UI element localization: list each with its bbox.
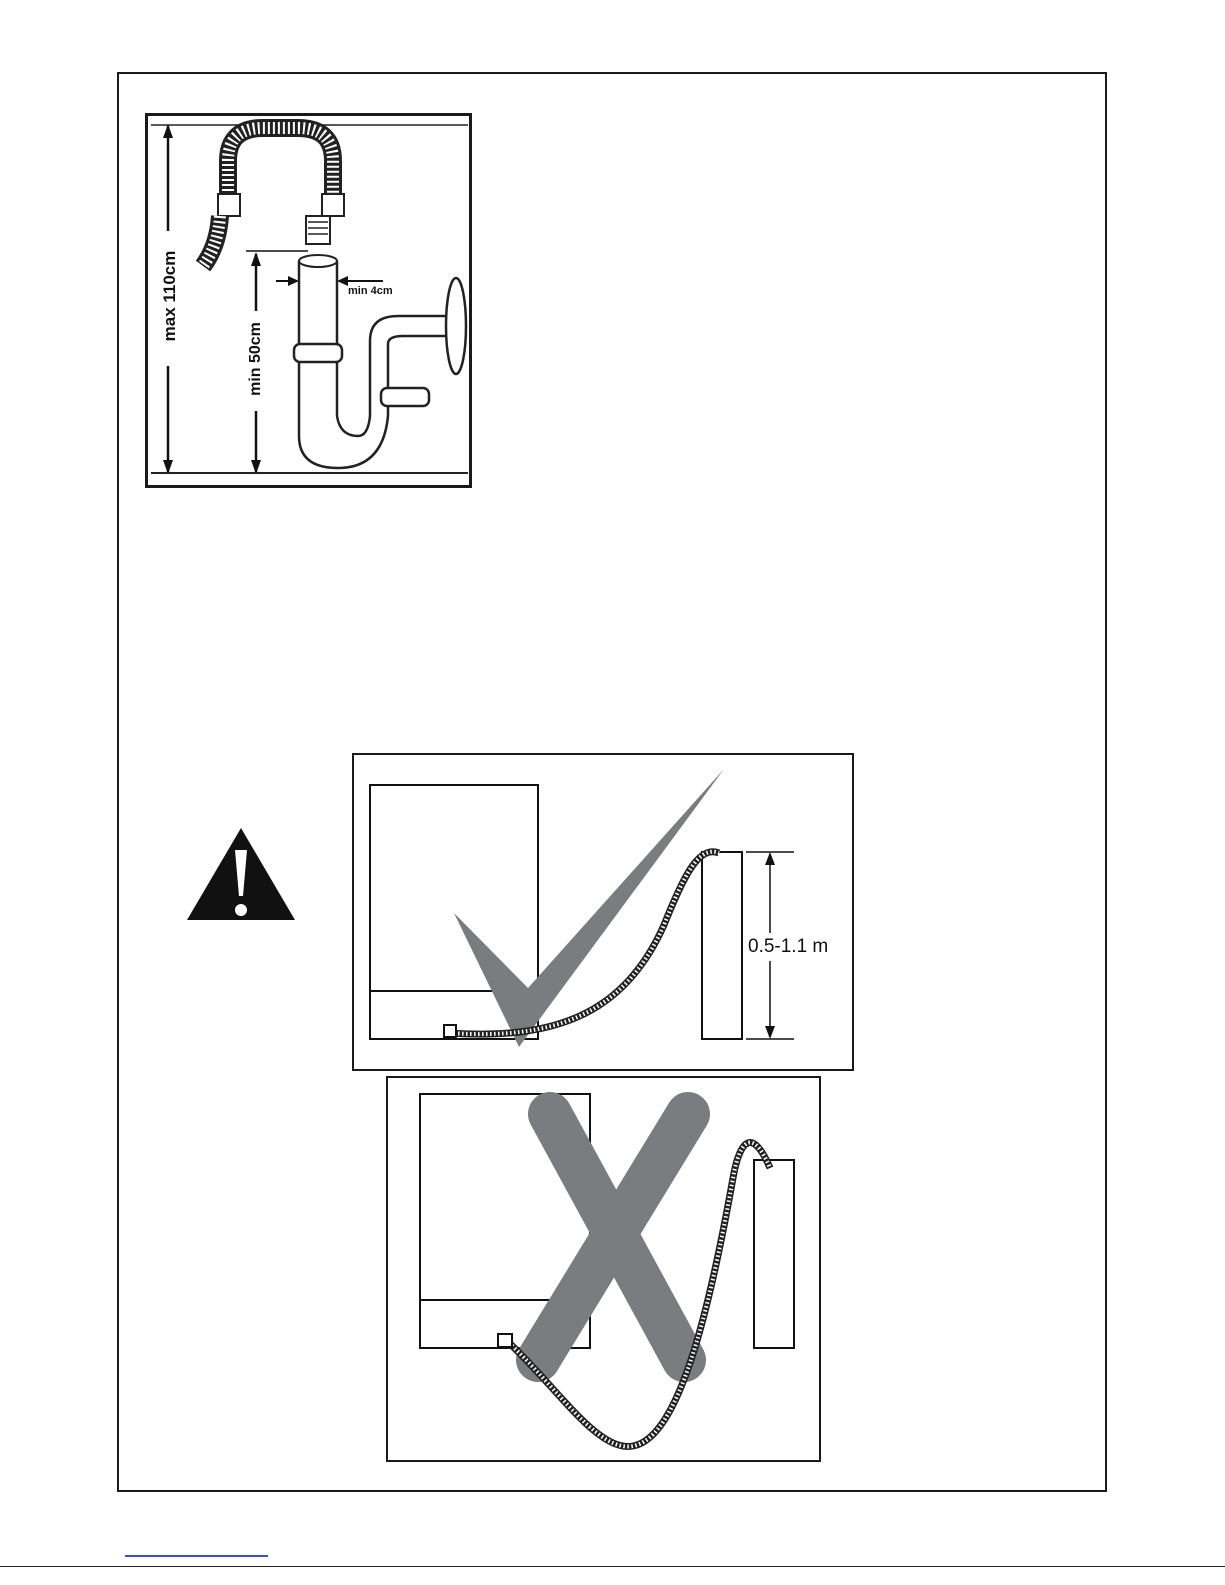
siphon-height-diagram: max 110cm min 50cm min 4cm [145,113,472,488]
max-height-label: max 110cm [160,236,180,356]
cross-mark-icon [538,1114,688,1360]
min-diameter-label: min 4cm [348,285,393,297]
standpipe-outline [702,852,742,1039]
warning-icon [185,826,297,922]
wrong-installation-diagram [386,1076,821,1462]
standpipe-outline [754,1160,794,1348]
check-mark-icon [454,769,724,1047]
footer-link-underline [125,1555,268,1557]
height-range-label: 0.5-1.1 m [748,936,828,958]
min-height-label: min 50cm [247,309,265,409]
footer-rule [0,1566,1225,1567]
siphon-illustration [148,116,475,491]
correct-installation-diagram: 0.5-1.1 m [352,753,854,1071]
